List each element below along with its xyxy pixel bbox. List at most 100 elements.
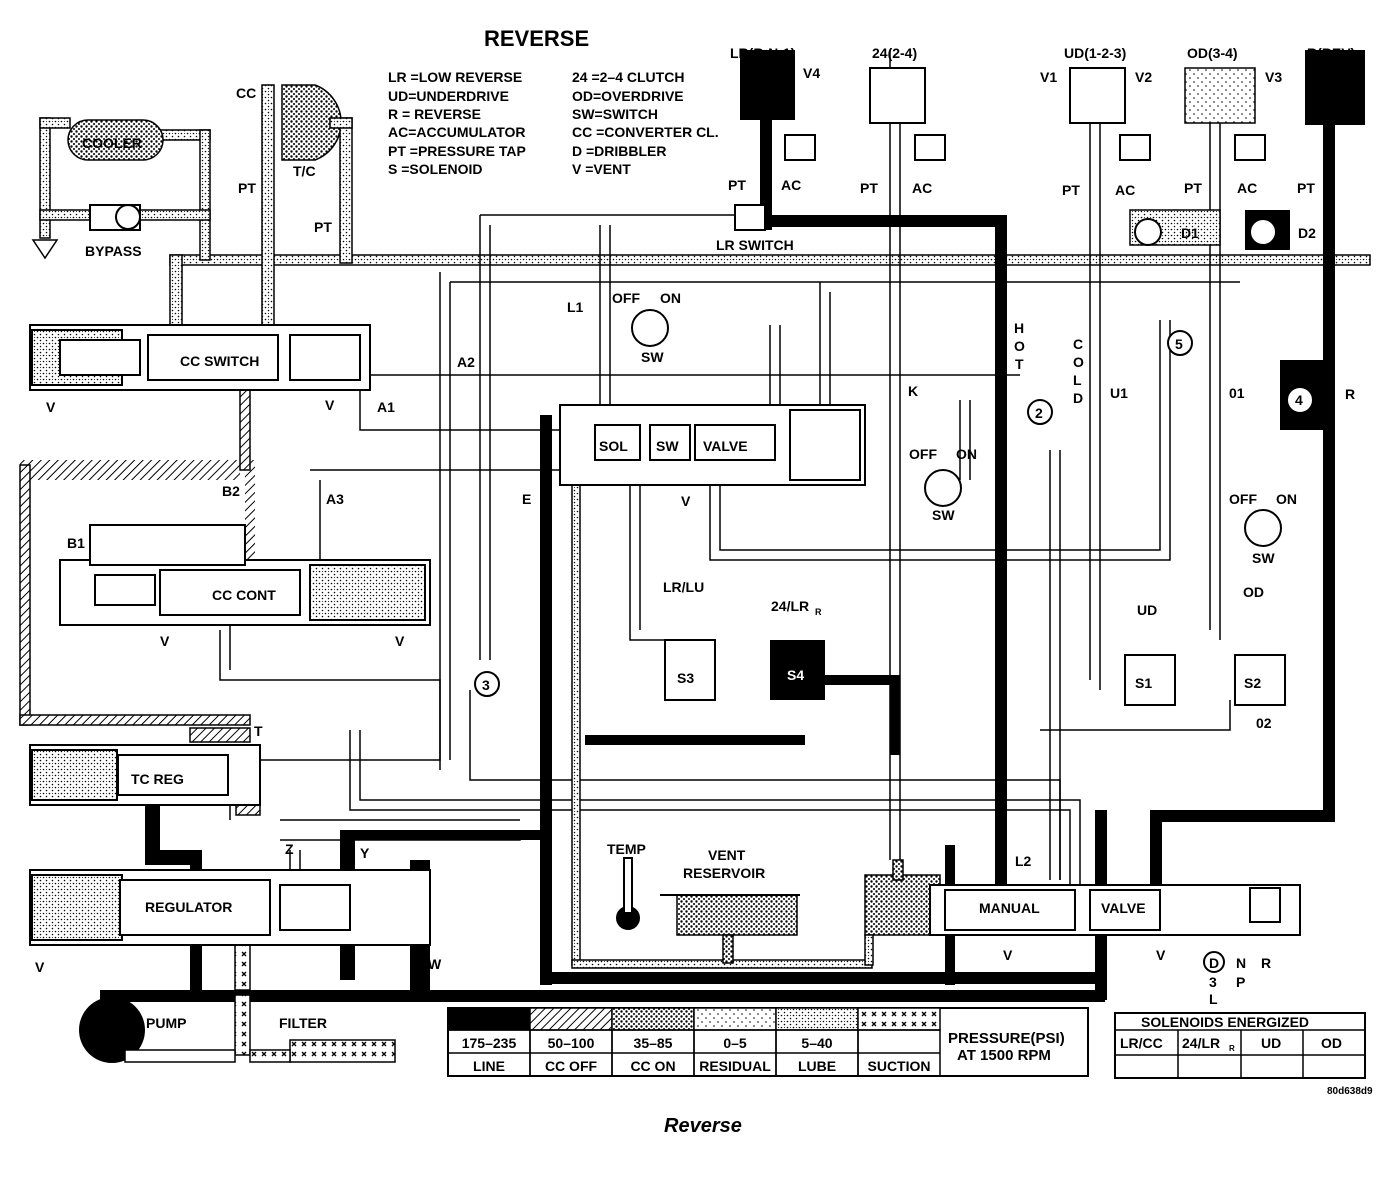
solenoid-col-24-lr-sub: R [1229,1044,1235,1053]
legend-swatch [775,1007,859,1031]
circle-number: 2 [1035,405,1043,421]
passage-l1: L1 [567,299,584,315]
switch-on: ON [1276,491,1297,507]
legend-range: 50–100 [548,1035,595,1051]
vent-v1: V1 [1040,69,1057,85]
passage-r: R [1345,386,1355,402]
dribbler-d2: D2 [1298,225,1316,241]
solenoid-col-lr-cc: LR/CC [1120,1035,1163,1051]
legend-range: 175–235 [462,1035,517,1051]
legend-swatch [529,1007,613,1031]
hot-label: H [1014,320,1024,336]
passage-u1: U1 [1110,385,1128,401]
switch-on: ON [660,290,681,306]
switch-off: OFF [909,446,937,462]
pump-label: PUMP [146,1015,186,1031]
cc-label: CC [236,85,256,101]
legend-swatch [693,1007,777,1031]
switch-label: SW [641,349,664,365]
abbreviation-legend: LR =LOW REVERSE UD=UNDERDRIVE R = REVERS… [388,69,719,177]
abbrev-item: LR =LOW REVERSE [388,69,522,85]
clutch-label-od: OD(3-4) [1187,45,1238,61]
switch-off: OFF [1229,491,1257,507]
abbrev-item: R = REVERSE [388,106,481,122]
hot-label: T [1015,356,1024,372]
valve-bodies [29,67,1301,973]
legend-name: CC OFF [545,1058,598,1074]
lr-switch-label: LR SWITCH [716,237,794,253]
accumulator-label: AC [1237,180,1257,196]
hot-label: O [1014,338,1025,354]
pressure-tap-label: PT [728,177,746,193]
abbrev-item: V =VENT [572,161,631,177]
cc-control-valve-label: CC CONT [212,587,276,603]
legend-swatch [447,1007,531,1031]
accumulator-label: AC [912,180,932,196]
passage-w: W [428,956,442,972]
passage-y: Y [360,845,370,861]
switch-label: SW [932,507,955,523]
vent-label-v: V [325,397,335,413]
reservoir-label: RESERVOIR [683,865,765,881]
solenoid-od-label: OD [1243,584,1264,600]
abbrev-item: S =SOLENOID [388,161,483,177]
passage-b2: B2 [222,483,240,499]
clutch-label-lr: LR(R-N-1) [730,45,795,61]
gear-p: P [1236,974,1245,990]
cooler-label: COOLER [82,135,142,151]
legend-range: 35–85 [634,1035,673,1051]
vent-label-v: V [1156,947,1166,963]
clutch-label-rev: R(REV) [1307,45,1355,61]
pressure-tap-label: PT [1184,180,1202,196]
tc-regulator-label: TC REG [131,771,184,787]
switch-label: SW [1252,550,1275,566]
temp-label: TEMP [607,841,646,857]
sw-label: SW [656,438,679,454]
solenoid-ud-label: UD [1137,602,1157,618]
switch-off: OFF [612,290,640,306]
legend-name: CC ON [630,1058,675,1074]
figure-id: 80d638d9 [1327,1086,1373,1097]
vent-label-v: V [46,399,56,415]
diagram-title: REVERSE [484,26,589,51]
gear-d: D [1209,955,1219,971]
pressure-tap-label: PT [860,180,878,196]
solenoid-s2: S2 [1244,675,1261,691]
passage-e: E [522,491,531,507]
accumulator-label: AC [781,177,801,193]
figure-caption: Reverse [664,1115,742,1137]
abbrev-item: OD=OVERDRIVE [572,88,684,104]
solenoid-24-label: 24/LR [771,598,809,614]
gear-3: 3 [1209,974,1217,990]
solenoid-col-24-lr: 24/LR [1182,1035,1220,1051]
passage-k: K [908,383,918,399]
legend-range: 5–40 [801,1035,832,1051]
pressure-tap-label: PT [314,219,332,235]
solenoid-col-od: OD [1321,1035,1342,1051]
solenoid-s4: S4 [787,667,804,683]
vent-v4: V4 [803,65,820,81]
regulator-label: REGULATOR [145,899,232,915]
dribbler-d1: D1 [1181,225,1199,241]
passage-a3: A3 [326,491,344,507]
passage-o2: 02 [1256,715,1272,731]
abbrev-item: PT =PRESSURE TAP [388,143,526,159]
solenoid-24-sub: R [815,607,822,617]
dark-markers [734,204,1314,414]
vent-label-v: V [1003,947,1013,963]
legend-range: 0–5 [723,1035,747,1051]
switch-on: ON [956,446,977,462]
passage-o1: 01 [1229,385,1245,401]
legend-name: SUCTION [868,1058,931,1074]
vent-label: VENT [708,847,746,863]
legend-swatch [611,1007,695,1031]
drain-arrow-icon [31,239,59,260]
legend-swatch [857,1007,941,1031]
cc-on-paths [39,67,1256,1063]
gear-l: L [1209,991,1218,1007]
pressure-tap-label: PT [238,180,256,196]
abbrev-item: UD=UNDERDRIVE [388,88,509,104]
manual-valve-label-2: VALVE [1101,900,1146,916]
